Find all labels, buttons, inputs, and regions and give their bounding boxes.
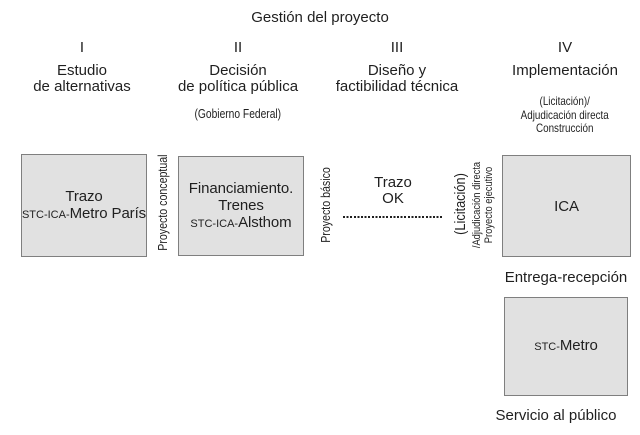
box-financiamiento-trenes: Financiamiento. Trenes STC-ICA-Alsthom (178, 156, 304, 256)
box-ica: ICA (502, 155, 631, 257)
stc-ica-acronym: STC-ICA- (190, 217, 239, 230)
diagram-title: Gestión del proyecto (251, 9, 389, 26)
gobierno-federal-label: (Gobierno Federal) (194, 107, 282, 121)
phase-4-numeral: IV (557, 39, 573, 56)
box-trazo-line1: Trazo (65, 187, 103, 205)
box-financiamiento-line3: STC-ICA-Alsthom (190, 214, 291, 233)
trazo-ok-annotation: Trazo OK (374, 174, 412, 207)
phase-4-label: Implementación (512, 62, 618, 79)
stc-ica-acronym: STC-ICA- (21, 208, 70, 221)
phase-1-numeral: I (79, 39, 85, 56)
phase-2-sublabel: (Gobierno Federal) (158, 107, 318, 121)
phase-1-label: Estudio de alternativas (33, 62, 131, 95)
ica-label: ICA (554, 197, 579, 215)
proyecto-ejecutivo-vertical-label: Proyecto ejecutivo (483, 166, 495, 244)
alsthom-text: Alsthom (238, 213, 292, 231)
entrega-recepcion-label: Entrega-recepción (504, 269, 628, 286)
proyecto-conceptual-vertical-label: Proyecto conceptual (156, 154, 170, 251)
metro-paris-text: Metro París (69, 204, 147, 222)
stc-acronym: STC- (534, 341, 560, 353)
box-trazo-stc-ica-metro-paris: Trazo STC-ICA-Metro París (21, 154, 147, 257)
phase-4-sublabel: (Licitación)/ Adjudicación directa Const… (485, 94, 640, 136)
phase-2-numeral: II (233, 39, 243, 56)
servicio-al-publico-label: Servicio al público (495, 407, 617, 424)
metro-text: Metro (559, 337, 598, 354)
box-stc-metro: STC-Metro (504, 297, 628, 396)
dotted-connector-line (343, 216, 443, 218)
proyecto-basico-vertical-label: Proyecto básico (319, 167, 333, 243)
phase-3-label: Diseño y factibilidad técnica (335, 62, 459, 95)
licitacion-vertical-label: (Licitación) (452, 173, 469, 235)
stc-metro-label: STC-Metro (534, 337, 598, 356)
phase-3-numeral: III (390, 39, 404, 56)
box-financiamiento-line2: Trenes (218, 196, 264, 214)
licitacion-construccion-label: (Licitación)/ Adjudicación directa Const… (520, 94, 610, 135)
phase-2-label: Decisión de política pública (177, 62, 299, 95)
box-financiamiento-line1: Financiamiento. (188, 179, 294, 197)
box-trazo-line2: STC-ICA-Metro París (22, 205, 146, 224)
